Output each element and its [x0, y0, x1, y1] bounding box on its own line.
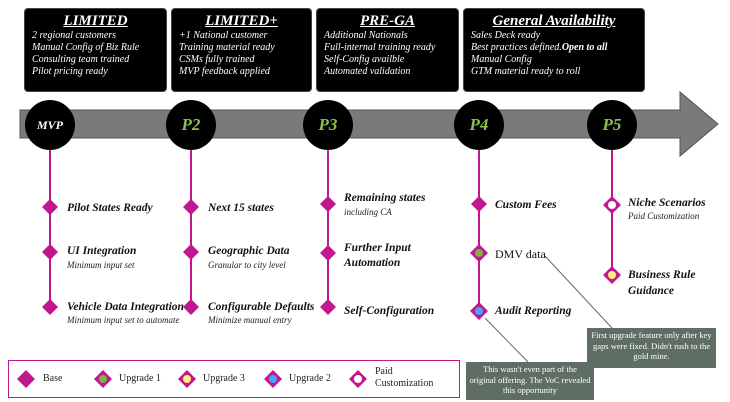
phase-line-bold: Open to all	[561, 42, 608, 53]
legend: Base Upgrade 1 Upgrade 3 Upgrade 2 Paid …	[8, 360, 460, 398]
phase-line: GTM material ready to roll	[471, 66, 581, 77]
phase-title: LIMITED	[63, 13, 128, 29]
phase-box-pre-ga: PRE-GA Additional Nationals Full-interna…	[316, 8, 459, 92]
item-business-rule: Business Rule	[628, 269, 696, 281]
legend-label-upgrade3: Upgrade 3	[203, 373, 245, 384]
legend-base-marker	[17, 370, 35, 388]
legend-label-base: Base	[43, 373, 63, 384]
connector-line-mvp	[49, 150, 51, 310]
legend-upgrade2-dot	[269, 375, 277, 383]
item-vehicle-data-integration: Vehicle Data Integration	[67, 301, 184, 313]
milestone-node-mvp: MVP	[25, 100, 75, 150]
paid-dot	[608, 201, 616, 209]
item-configurable-defaults: Configurable Defaults	[208, 301, 315, 313]
phase-line: Manual Config	[471, 54, 532, 65]
milestone-node-p3: P3	[303, 100, 353, 150]
item-configurable-defaults-sub: Minimize manual entry	[208, 315, 292, 325]
diamond-base-marker	[42, 199, 58, 215]
milestone-node-p2: P2	[166, 100, 216, 150]
item-business-rule-guidance: Guidance	[628, 285, 674, 297]
phase-title: LIMITED+	[205, 13, 278, 29]
phase-line: MVP feedback applied	[179, 66, 270, 77]
diamond-base-marker	[320, 196, 336, 212]
item-geographic-data: Geographic Data	[208, 245, 290, 257]
phase-box-limited: LIMITED 2 regional customers Manual Conf…	[24, 8, 167, 92]
legend-label-paid: Paid Customization	[375, 366, 434, 389]
legend-label-upgrade1: Upgrade 1	[119, 373, 161, 384]
upgrade1-dot	[475, 249, 483, 257]
upgrade2-dot	[475, 307, 483, 315]
diamond-base-marker	[320, 299, 336, 315]
phase-line: Manual Config of Biz Rule	[32, 42, 140, 53]
callout-connector-voc	[484, 317, 529, 363]
diamond-base-marker	[42, 244, 58, 260]
diamond-base-marker	[183, 244, 199, 260]
item-niche-scenarios-sub: Paid Customization	[628, 211, 700, 221]
phase-line: Full-internal training ready	[324, 42, 436, 53]
legend-paid-dot	[354, 375, 362, 383]
phase-line: 2 regional customers	[32, 30, 117, 41]
phase-line: CSMs fully trained	[179, 54, 255, 65]
legend-upgrade3-dot	[183, 375, 191, 383]
legend-upgrade1-dot	[99, 375, 107, 383]
phase-line: +1 National customer	[179, 30, 268, 41]
item-custom-fees: Custom Fees	[495, 199, 557, 211]
item-further-input-automation: Automation	[344, 257, 401, 269]
callout-voc: This wasn't even part of the original of…	[466, 362, 594, 400]
item-ui-integration-sub: Minimum input set	[67, 260, 135, 270]
phase-line: Self-Config availble	[324, 54, 405, 65]
phase-line: Automated validation	[324, 66, 411, 77]
phase-line: Sales Deck ready	[471, 30, 541, 41]
connector-line-p4	[478, 150, 480, 310]
diamond-base-marker	[183, 199, 199, 215]
legend-markers	[17, 370, 367, 388]
phase-box-limited-plus: LIMITED+ +1 National customer Training m…	[171, 8, 312, 92]
item-niche-scenarios: Niche Scenarios	[628, 197, 706, 209]
milestone-node-p4: P4	[454, 100, 504, 150]
connector-line-p2	[190, 150, 192, 310]
phase-line: Training material ready	[179, 42, 275, 53]
milestone-node-p5: P5	[587, 100, 637, 150]
diamond-base-marker	[320, 245, 336, 261]
phase-box-general-availability: General Availability Sales Deck ready Be…	[463, 8, 645, 92]
item-remaining-states-sub: including CA	[344, 207, 392, 217]
phase-line: Best practices defined.Open to all	[471, 42, 644, 54]
phase-title: General Availability	[492, 13, 616, 29]
item-next-15-states: Next 15 states	[208, 202, 274, 214]
phase-title: PRE-GA	[359, 13, 415, 29]
item-further-input: Further Input	[344, 242, 411, 254]
callout-gold-mine: First upgrade feature only after key gap…	[587, 328, 716, 368]
diamond-base-marker	[42, 299, 58, 315]
timeline-arrow-shape	[19, 90, 719, 158]
item-vehicle-data-integration-sub: Minimum input set to automate	[67, 315, 180, 325]
phase-line: Consulting team trained	[32, 54, 130, 65]
phase-line: Pilot pricing ready	[32, 66, 108, 77]
diamond-base-marker	[471, 196, 487, 212]
item-pilot-states-ready: Pilot States Ready	[67, 202, 153, 214]
phase-line-text: Best practices defined.	[471, 42, 562, 53]
legend-label-upgrade2: Upgrade 2	[289, 373, 331, 384]
diamond-base-marker	[183, 299, 199, 315]
item-self-configuration: Self-Configuration	[344, 305, 435, 317]
item-audit-reporting: Audit Reporting	[495, 305, 572, 317]
phase-line: Additional Nationals	[324, 30, 408, 41]
item-remaining-states: Remaining states	[344, 192, 426, 204]
upgrade3-dot	[608, 271, 616, 279]
item-geographic-data-sub: Granular to city level	[208, 260, 286, 270]
item-dmv-data: DMV data	[495, 247, 546, 261]
item-ui-integration: UI Integration	[67, 245, 137, 257]
callout-connector-gold	[544, 255, 613, 329]
connector-line-p3	[327, 150, 329, 310]
